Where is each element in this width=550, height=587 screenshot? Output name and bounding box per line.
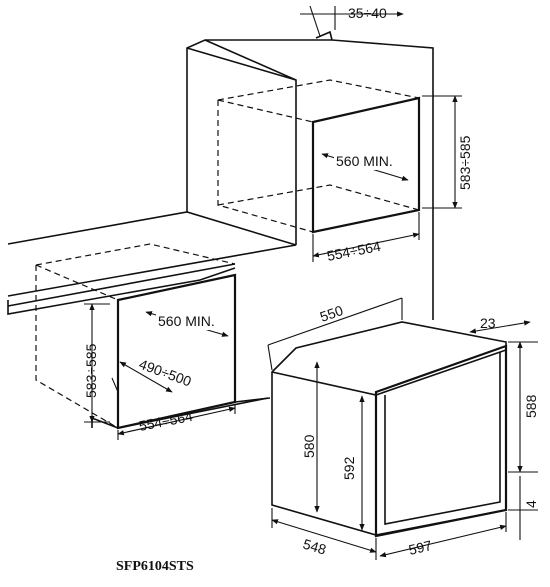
lower-height-label: 583÷585 bbox=[83, 343, 99, 398]
oven-body bbox=[271, 321, 508, 538]
oven-body-height-dimension: 580 bbox=[301, 361, 320, 513]
oven-top-depth-label: 550 bbox=[318, 302, 345, 325]
upper-depth-label: 560 MIN. bbox=[336, 153, 393, 169]
top-gap-label: 35÷40 bbox=[348, 5, 387, 21]
upper-height-dimension: 583÷585 bbox=[422, 95, 473, 209]
upper-depth-dimension: 560 MIN. bbox=[321, 150, 409, 181]
tall-cabinet bbox=[7, 30, 434, 320]
oven-top-depth-dimension: 550 bbox=[267, 297, 403, 371]
lower-inner-dimension: 490÷500 bbox=[119, 356, 194, 393]
oven-width-dimension: 597 bbox=[379, 512, 507, 558]
oven-depth-label: 548 bbox=[301, 536, 328, 558]
lower-inner-label: 490÷500 bbox=[137, 356, 194, 390]
lower-width-label: 554÷564 bbox=[138, 408, 195, 434]
lower-width-dimension: 554÷564 bbox=[117, 404, 236, 440]
oven-bottom-gap-dimension: 4 bbox=[508, 476, 539, 540]
oven-total-height-label: 588 bbox=[523, 394, 539, 418]
oven-depth-dimension: 548 bbox=[271, 508, 377, 560]
oven-body-height-label: 580 bbox=[301, 434, 317, 458]
oven-front-offset-label: 23 bbox=[480, 315, 496, 331]
top-gap-dimension: 35÷40 bbox=[300, 5, 404, 37]
upper-width-dimension: 554÷564 bbox=[312, 212, 420, 264]
upper-width-label: 554÷564 bbox=[326, 238, 383, 264]
oven-width-label: 597 bbox=[407, 537, 434, 558]
oven-inner-height-label: 592 bbox=[341, 456, 357, 480]
oven-total-height-dimension: 588 bbox=[508, 341, 539, 473]
oven-inner-height-dimension: 592 bbox=[341, 395, 365, 531]
oven-front-offset-dimension: 23 bbox=[469, 315, 531, 334]
upper-height-label: 583÷585 bbox=[457, 135, 473, 190]
lower-depth-dimension: 560 MIN. bbox=[145, 310, 229, 337]
lower-depth-label: 560 MIN. bbox=[158, 313, 215, 329]
base-cabinet bbox=[7, 243, 271, 430]
oven-bottom-gap-label: 4 bbox=[523, 500, 539, 508]
model-name: SFP6104STS bbox=[116, 559, 194, 574]
lower-height-dimension: 583÷585 bbox=[83, 303, 110, 423]
